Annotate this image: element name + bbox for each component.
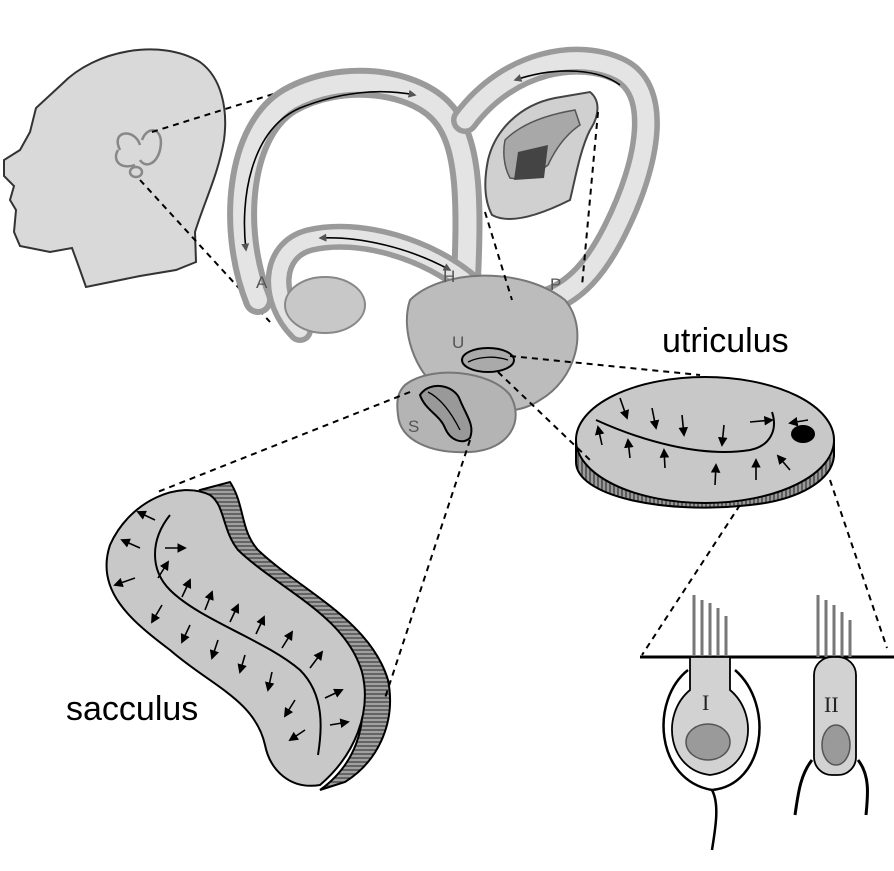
ampulla-inset: [484, 90, 599, 301]
label-hair-cell-type-1: I: [702, 690, 709, 715]
label-utricle-marker: U: [452, 333, 464, 352]
label-utriculus: utriculus: [662, 322, 789, 360]
mini-inner-ear: [114, 129, 163, 179]
label-canal-horizontal: H: [443, 267, 455, 286]
label-saccule-marker: S: [408, 417, 419, 436]
label-sacculus: sacculus: [66, 690, 198, 728]
label-canal-posterior: P: [550, 275, 561, 294]
utriculus-macula: utriculus: [575, 322, 835, 509]
labyrinth: A H P U S: [227, 46, 660, 454]
sacculus-macula: sacculus: [66, 480, 392, 791]
label-hair-cell-type-2: II: [824, 692, 839, 717]
label-canal-anterior: A: [256, 273, 268, 292]
hair-cells-inset: I II: [640, 479, 894, 851]
head-silhouette: [3, 48, 227, 289]
saccule-guides: [154, 391, 471, 699]
hair-cell-type-2: II: [793, 595, 870, 816]
utricle-guides: [497, 355, 701, 461]
hair-cell-type-1: I: [662, 595, 761, 851]
